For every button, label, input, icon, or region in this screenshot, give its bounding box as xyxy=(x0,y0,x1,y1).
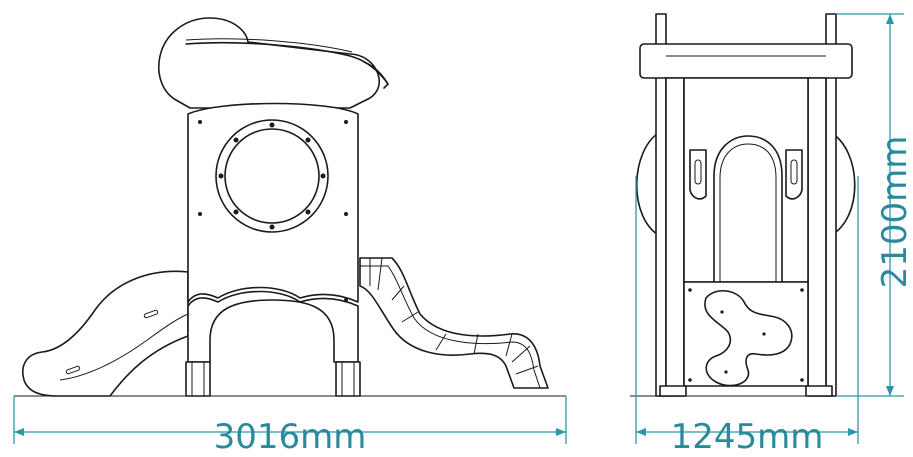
side-view xyxy=(630,13,880,397)
right-tube-slide xyxy=(359,257,549,389)
roof-bar xyxy=(639,43,853,79)
roof-beam-hook xyxy=(363,61,389,89)
front-width-dimension xyxy=(13,396,567,444)
left-slide-handle-marks xyxy=(65,309,159,375)
slide-arch xyxy=(713,135,783,283)
front-view xyxy=(14,17,566,397)
front-width-label: 3016mm xyxy=(214,417,367,457)
left-foot xyxy=(659,385,687,397)
left-wave-slide xyxy=(22,270,189,397)
lower-arch-panel xyxy=(187,290,359,363)
right-foot xyxy=(805,385,833,397)
tower-legs xyxy=(185,361,361,397)
porthole-inner-ring xyxy=(224,128,320,224)
side-width-label: 1245mm xyxy=(671,417,824,457)
roof-beam-top xyxy=(185,38,353,53)
height-dimension xyxy=(836,13,904,397)
left-slide-inner-line xyxy=(59,313,189,381)
right-inner-panel xyxy=(807,77,827,397)
side-width-dimension xyxy=(635,176,859,444)
height-label: 2100mm xyxy=(875,136,913,289)
roof-cloud xyxy=(158,17,381,109)
porthole-bolts xyxy=(218,122,326,230)
left-inner-panel xyxy=(665,77,685,397)
side-handles xyxy=(689,149,803,200)
porthole-outer-ring xyxy=(215,119,329,233)
climbing-holes xyxy=(704,290,793,387)
climbing-bolts xyxy=(688,288,804,382)
right-slide-inner-line xyxy=(360,265,541,389)
roof-beam xyxy=(185,41,389,85)
right-slide-segment-lines xyxy=(369,257,539,375)
